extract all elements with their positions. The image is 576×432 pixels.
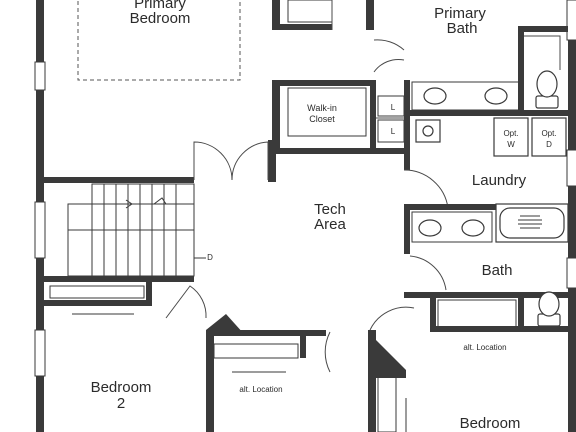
sink-icon [461, 219, 485, 237]
washer-box [493, 117, 529, 157]
center-walls [206, 306, 415, 432]
bed-outline [77, 0, 241, 81]
laundry-label: Laundry [472, 172, 527, 189]
stair [44, 183, 206, 282]
primary-bath-label-1: Primary [434, 5, 486, 22]
linen-label-2: L [391, 127, 396, 136]
walk-in-closet-label-2: Closet [309, 114, 335, 124]
primary-bedroom-area [44, 0, 276, 183]
opt-washer-label-2: W [507, 140, 515, 149]
sink-icon [418, 219, 442, 237]
primary-bedroom-label-2: Bedroom [130, 10, 191, 27]
primary-bath-label-2: Bath [447, 20, 478, 37]
bedroom-2-label-2: 2 [117, 395, 125, 412]
opt-dryer-label-2: D [546, 140, 552, 149]
alt-location-label-1: alt. Location [239, 385, 282, 394]
alt-location-label-2: alt. Location [463, 343, 506, 352]
bath-label: Bath [482, 262, 513, 279]
stair-down-label: D [207, 253, 213, 262]
bedroom-2-label-1: Bedroom [91, 379, 152, 396]
opt-washer-label-1: Opt. [503, 129, 518, 138]
sink-icon [484, 87, 508, 105]
primary-bath-area [272, 0, 568, 116]
tech-area-label-2: Area [314, 216, 346, 233]
tech-area-label-1: Tech [314, 201, 346, 218]
bath-area [404, 203, 569, 332]
dryer-box [531, 117, 567, 157]
fixture-labels: L L Opt. W Opt. D D alt. Location alt. L… [207, 103, 556, 394]
linen-label-1: L [391, 103, 396, 112]
toilet-tank [535, 95, 559, 109]
walk-in-closet-label-1: Walk-in [307, 103, 337, 113]
room-labels: Primary Bedroom Primary Bath Walk-in Clo… [91, 0, 527, 432]
toilet-bowl [536, 70, 558, 98]
opt-dryer-label-1: Opt. [541, 129, 556, 138]
primary-bedroom-label-1: Primary [134, 0, 186, 12]
bedroom-2-closet [44, 282, 207, 319]
walk-in-closet-area [272, 80, 567, 209]
bedroom-3-label: Bedroom [460, 415, 521, 432]
sink-icon [423, 87, 447, 105]
exterior-walls [34, 0, 576, 432]
